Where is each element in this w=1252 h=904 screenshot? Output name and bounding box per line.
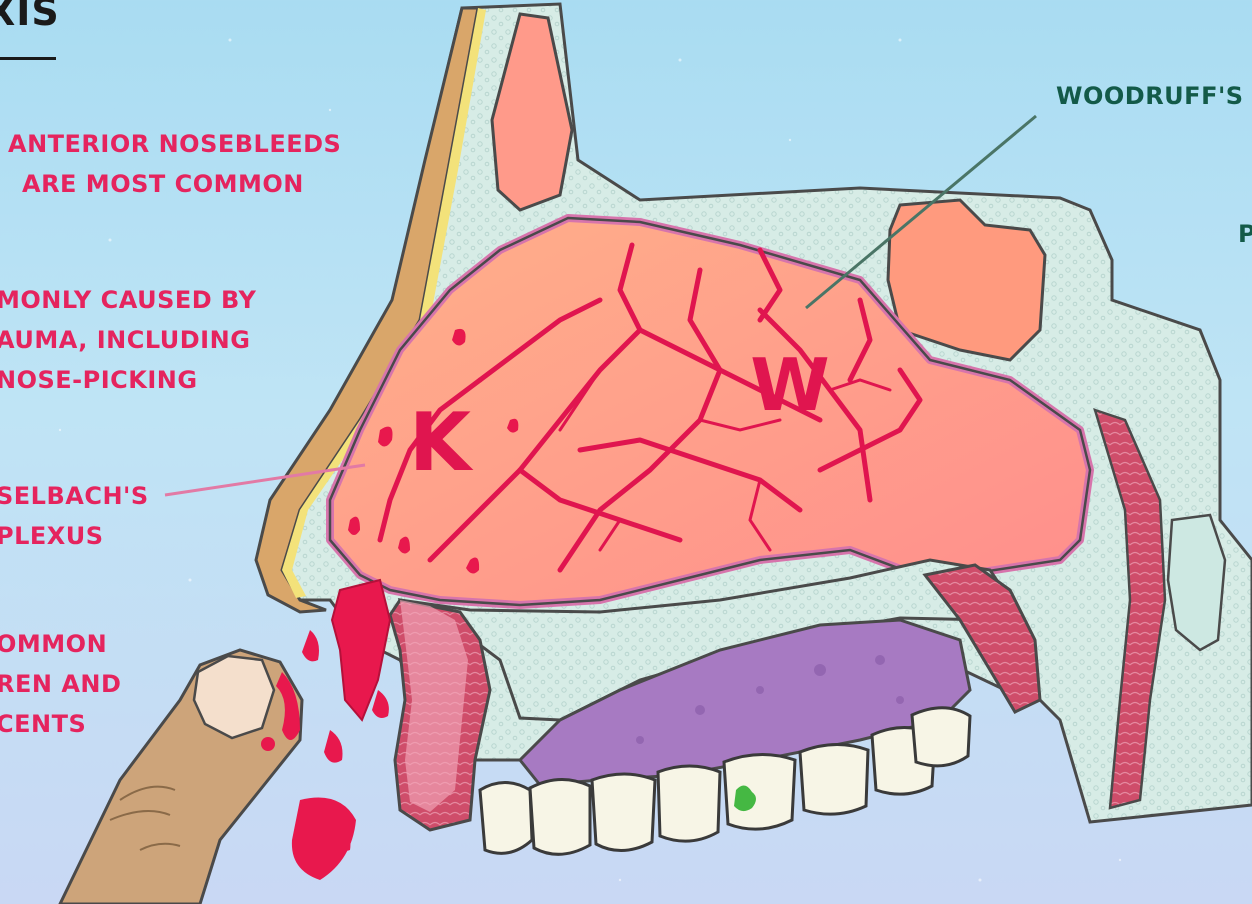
tooth [530,779,590,854]
kiesselbach-plexus-letter: K [409,396,474,489]
vertebra [1168,515,1225,650]
fingernail [194,656,274,738]
tooth [724,754,795,829]
tooth [912,708,970,766]
tooth [592,774,655,851]
woodruff-plexus-letter: W [750,343,829,427]
tooth [658,766,720,841]
tooth [480,783,532,854]
tooth [800,744,868,814]
